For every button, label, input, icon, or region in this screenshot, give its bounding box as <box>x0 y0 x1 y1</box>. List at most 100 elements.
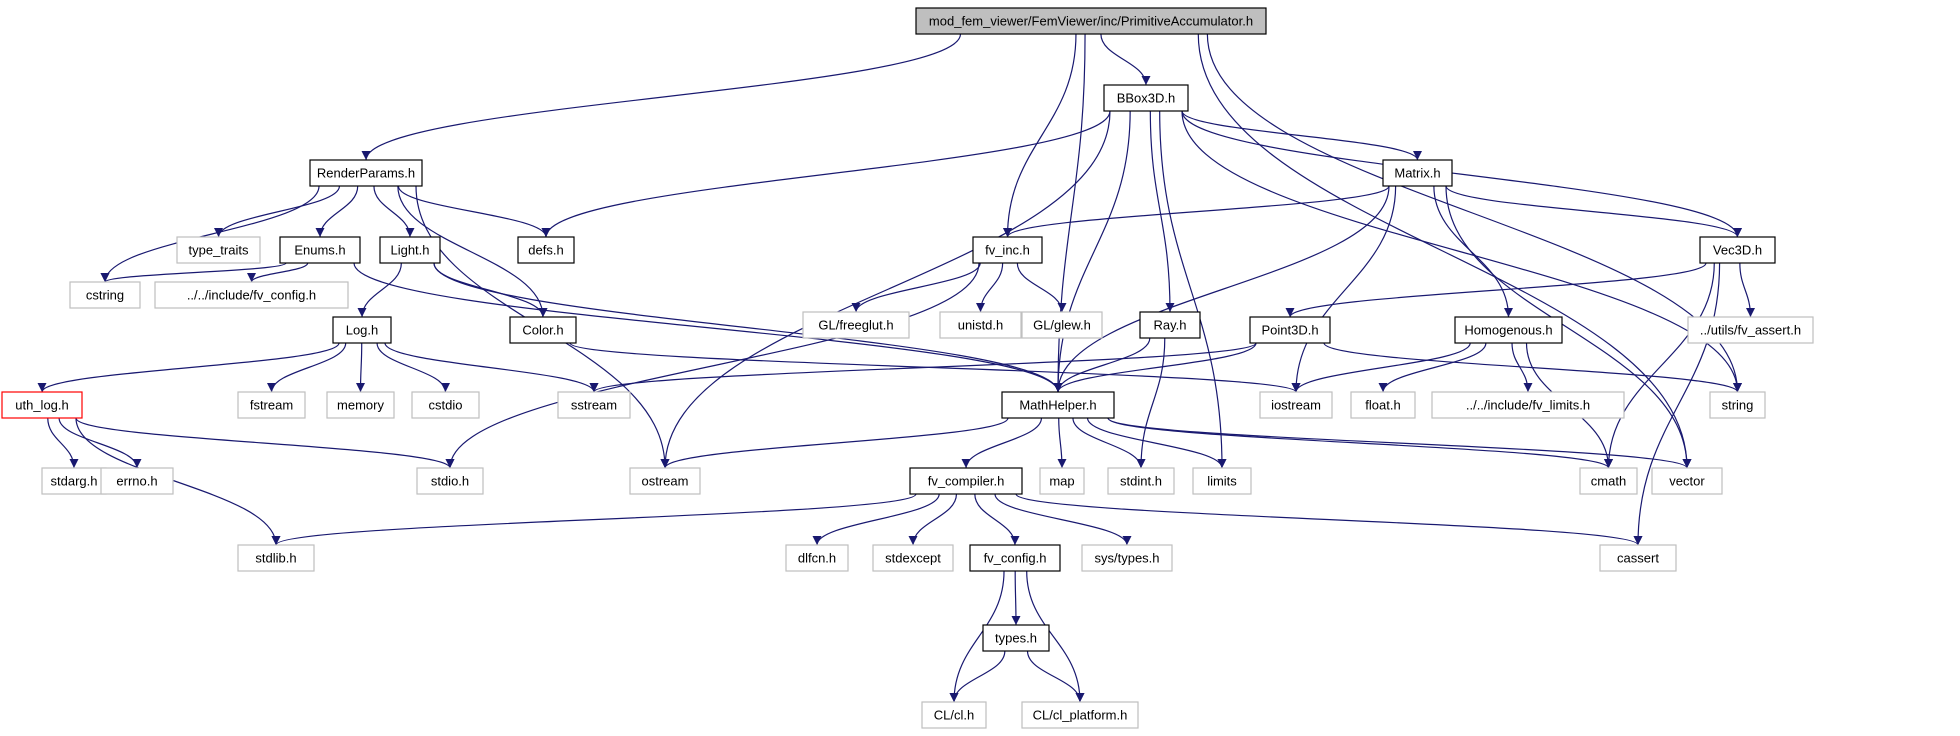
node-box <box>100 467 174 495</box>
node-fv-compiler-h[interactable]: fv_compiler.h <box>909 467 1023 495</box>
node-box <box>1651 467 1723 495</box>
edge-renderparams-to-color <box>397 185 548 318</box>
edge-log-to-cstdio <box>376 342 450 393</box>
edge-fvinc-to-glfreeglut <box>851 262 981 313</box>
node-label: errno.h <box>116 474 157 489</box>
edge-fvcompiler-to-dlfcn <box>812 493 940 546</box>
node-ray-h[interactable]: Ray.h <box>1139 311 1201 339</box>
node-fv-inc-h[interactable]: fv_inc.h <box>972 236 1043 264</box>
node-sys-types-h: sys/types.h <box>1081 544 1173 572</box>
node-stdexcept: stdexcept <box>872 544 954 572</box>
node-box <box>1431 391 1625 419</box>
node-cstring: cstring <box>69 281 141 309</box>
node-box <box>326 391 395 419</box>
node-box <box>785 544 849 572</box>
edge-primitive-to-bbox <box>1100 33 1151 86</box>
node-label: map <box>1049 474 1074 489</box>
node-label: mod_fem_viewer/FemViewer/inc/PrimitiveAc… <box>929 14 1253 29</box>
edge-renderparams-to-light <box>373 185 415 238</box>
node-vec3d-h[interactable]: Vec3D.h <box>1699 236 1776 264</box>
edge-renderparams-to-defs <box>397 185 551 238</box>
node-types-h[interactable]: types.h <box>982 624 1050 652</box>
edge-enums-to-fvconfiginc <box>247 262 309 283</box>
edge-uthlog-to-stdarg <box>47 417 79 469</box>
node-point3d-h[interactable]: Point3D.h <box>1249 316 1331 344</box>
node-fv-config-h[interactable]: fv_config.h <box>969 544 1061 572</box>
node-box <box>509 316 577 344</box>
node-log-h[interactable]: Log.h <box>332 316 392 344</box>
node-defs-h[interactable]: defs.h <box>517 236 575 264</box>
node-box <box>1103 84 1189 112</box>
node-box <box>982 624 1050 652</box>
node-label: Point3D.h <box>1261 323 1318 338</box>
node-label: float.h <box>1365 398 1400 413</box>
edge-renderparams-to-enums <box>315 185 359 238</box>
node-cmath: cmath <box>1579 467 1638 495</box>
edge-bbox-to-ostream <box>660 110 1111 469</box>
edge-bbox-to-ray <box>1149 110 1175 313</box>
edge-point3d-to-mathhelper <box>1053 342 1257 393</box>
node-matrix-h[interactable]: Matrix.h <box>1382 159 1453 187</box>
edge-light-to-color <box>433 262 548 318</box>
node-light-h[interactable]: Light.h <box>379 236 441 264</box>
node-label: Homogenous.h <box>1464 323 1552 338</box>
node-label: vector <box>1669 474 1705 489</box>
node-box <box>1699 236 1776 264</box>
edge-mathhelper-to-limits <box>1086 417 1227 469</box>
node-box <box>802 311 910 339</box>
node-renderparams-h[interactable]: RenderParams.h <box>309 159 423 187</box>
node-label: ../../include/fv_config.h <box>187 288 316 303</box>
node-mathhelper-h[interactable]: MathHelper.h <box>1001 391 1115 419</box>
node-box <box>1021 701 1139 729</box>
node-label: memory <box>337 398 384 413</box>
node-box <box>1107 467 1175 495</box>
node-uth-log-h[interactable]: uth_log.h <box>1 391 83 419</box>
edge-log-to-uthlog <box>37 342 340 393</box>
edge-renderparams-to-typetraits <box>214 185 341 238</box>
edge-vec3d-to-utilsassert <box>1739 262 1755 318</box>
edge-uthlog-to-stdlib <box>75 417 281 546</box>
edge-bbox-to-mathhelper <box>1053 110 1131 393</box>
node-label: sys/types.h <box>1094 551 1159 566</box>
node-homogenous-h[interactable]: Homogenous.h <box>1454 316 1563 344</box>
node-include-fv-limits-h: ../../include/fv_limits.h <box>1431 391 1625 419</box>
node-label: iostream <box>1271 398 1321 413</box>
node-label: GL/glew.h <box>1033 318 1091 333</box>
node-label: Enums.h <box>294 243 345 258</box>
node-label: cmath <box>1591 474 1626 489</box>
node-label: types.h <box>995 631 1037 646</box>
node-cassert: cassert <box>1599 544 1677 572</box>
node-mod-fem-viewer-femviewer-inc-primitiveaccumulator-h[interactable]: mod_fem_viewer/FemViewer/inc/PrimitiveAc… <box>915 7 1267 35</box>
edge-fvcompiler-to-stdexcept <box>908 493 958 546</box>
edge-fvconfig-to-clcl <box>949 570 1005 703</box>
node-box <box>237 391 306 419</box>
node-label: unistd.h <box>958 318 1004 333</box>
node-color-h[interactable]: Color.h <box>509 316 577 344</box>
edge-matrix-to-iostream <box>1291 185 1397 393</box>
node-label: Matrix.h <box>1394 166 1440 181</box>
node-ostream: ostream <box>629 467 701 495</box>
node-box <box>517 236 575 264</box>
node-box <box>1192 467 1252 495</box>
node-gl-glew-h: GL/glew.h <box>1021 311 1103 339</box>
node-label: CL/cl.h <box>934 708 974 723</box>
node-label: Color.h <box>522 323 563 338</box>
edge-types-to-clcl <box>949 650 1006 703</box>
node-box <box>972 236 1043 264</box>
node-box <box>1599 544 1677 572</box>
node-enums-h[interactable]: Enums.h <box>279 236 361 264</box>
node-label: cstring <box>86 288 124 303</box>
node-box <box>1687 316 1814 344</box>
node-label: stdint.h <box>1120 474 1162 489</box>
node-label: Log.h <box>346 323 379 338</box>
node-label: limits <box>1207 474 1237 489</box>
edge-fvinc-to-unistd <box>976 262 1004 313</box>
node-box <box>69 281 141 309</box>
node-box <box>1001 391 1115 419</box>
node-stdio-h: stdio.h <box>416 467 484 495</box>
node-bbox3d-h[interactable]: BBox3D.h <box>1103 84 1189 112</box>
file-nodes: mod_fem_viewer/FemViewer/inc/PrimitiveAc… <box>1 7 1814 729</box>
edge-mathhelper-to-map <box>1057 417 1067 469</box>
node-box <box>872 544 954 572</box>
